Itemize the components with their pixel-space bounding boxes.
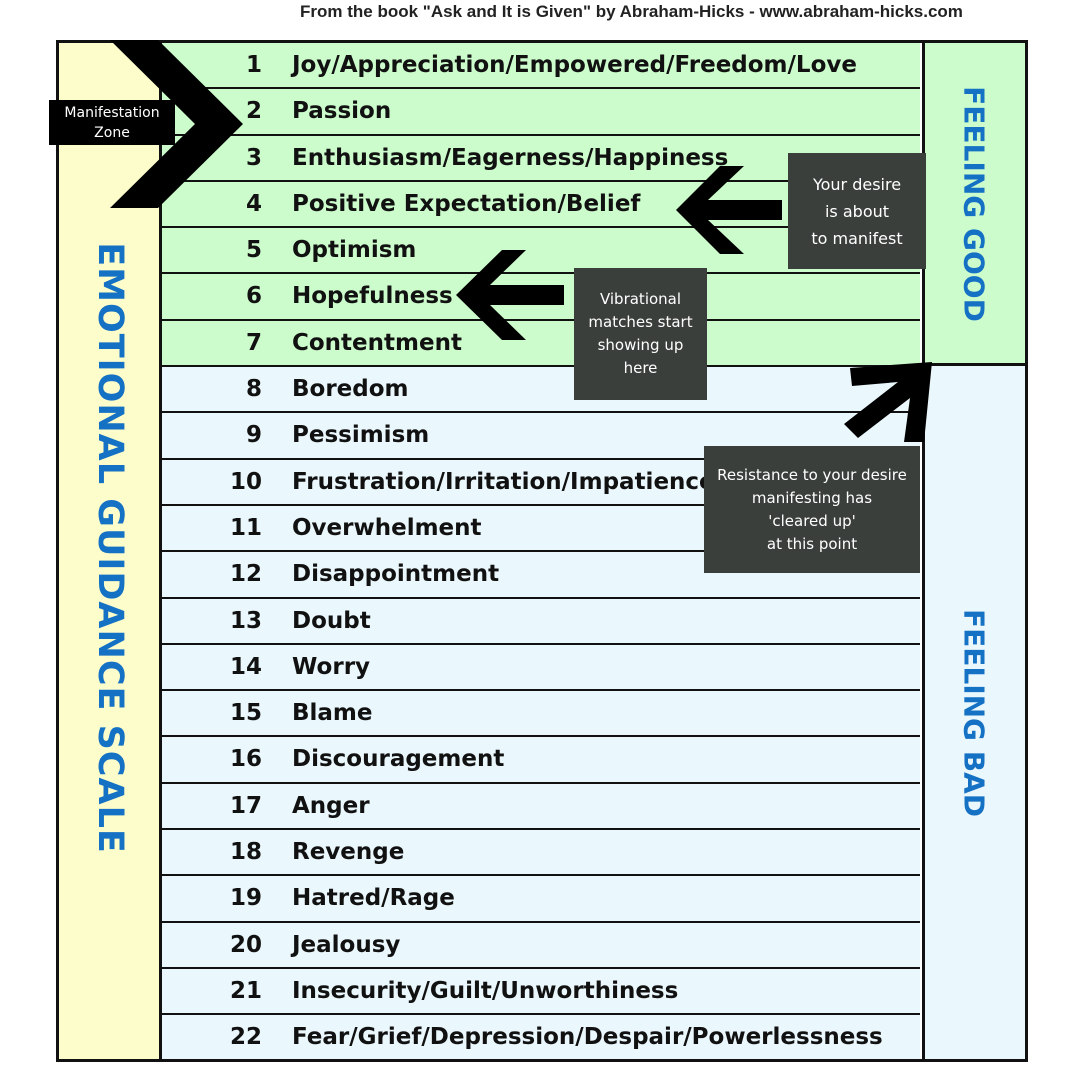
- desire-about-note: Your desire is about to manifest: [788, 153, 926, 269]
- chevron-right-icon: [110, 40, 243, 208]
- source-credit: From the book "Ask and It is Given" by A…: [300, 2, 963, 21]
- feeling-bad-panel: [922, 366, 1028, 1059]
- emotion-label: Anger: [292, 792, 370, 819]
- left-column: [59, 43, 162, 1059]
- emotion-number: 18: [229, 839, 262, 866]
- emotion-label: Boredom: [292, 376, 409, 403]
- emotion-number: 1: [245, 52, 262, 78]
- manifestation-zone-note: Manifestation Zone: [49, 100, 175, 145]
- emotion-number: 20: [229, 931, 262, 958]
- resistance-note: Resistance to your desire manifesting ha…: [704, 446, 920, 573]
- arrow-up-right-icon: [844, 362, 932, 442]
- emotion-label: Hatred/Rage: [292, 885, 455, 912]
- emotion-row: 14 Worry: [162, 644, 920, 692]
- emotion-label: Revenge: [292, 839, 405, 866]
- emotion-row: 7 Contentment: [162, 320, 920, 368]
- emotion-label: Insecurity/Guilt/Unworthiness: [292, 977, 679, 1004]
- vibrational-matches-note: Vibrational matches start showing up her…: [574, 268, 707, 400]
- emotion-label: Passion: [292, 98, 392, 125]
- emotion-label: Disappointment: [292, 561, 500, 588]
- resistance-text: Resistance to your desire manifesting ha…: [717, 465, 907, 553]
- emotion-number: 2: [245, 98, 262, 125]
- emotion-number: 22: [229, 1024, 262, 1051]
- outer-frame: [56, 40, 1028, 1062]
- emotion-row: 8 Boredom: [162, 367, 920, 414]
- emotion-row: 20 Jealousy: [162, 922, 920, 969]
- emotion-label: Worry: [292, 653, 371, 680]
- feeling-good-panel: [922, 43, 1028, 366]
- emotion-number: 19: [229, 885, 262, 912]
- emotion-number: 4: [245, 190, 262, 217]
- emotion-number: 16: [229, 746, 262, 773]
- emotion-label: Enthusiasm/Eagerness/Happiness: [292, 144, 729, 171]
- emotion-number: 21: [229, 977, 262, 1004]
- emotion-label: Jealousy: [292, 931, 401, 958]
- emotion-number: 6: [245, 283, 262, 310]
- emotion-row: 16 Discouragement: [162, 737, 920, 784]
- emotion-number: 15: [229, 700, 262, 727]
- emotion-number: 7: [245, 329, 262, 356]
- manifestation-zone-text: Manifestation Zone: [64, 104, 160, 141]
- vibrational-matches-text: Vibrational matches start showing up her…: [588, 290, 693, 377]
- emotion-label: Doubt: [292, 607, 371, 634]
- emotion-number: 5: [245, 237, 262, 264]
- emotion-number: 14: [229, 653, 262, 680]
- emotion-number: 3: [245, 144, 262, 171]
- emotion-label: Fear/Grief/Depression/Despair/Powerlessn…: [292, 1024, 883, 1051]
- emotion-label: Discouragement: [292, 746, 505, 773]
- emotion-label: Overwhelment: [292, 514, 482, 541]
- emotion-number: 9: [245, 422, 262, 449]
- emotion-row: 21 Insecurity/Guilt/Unworthiness: [162, 968, 920, 1016]
- emotion-row: 18 Revenge: [162, 830, 920, 877]
- emotion-label: Pessimism: [292, 422, 430, 449]
- emotion-label: Blame: [292, 700, 373, 727]
- emotion-row: 2 Passion: [162, 89, 920, 136]
- emotion-label: Optimism: [292, 237, 417, 264]
- emotion-label: Joy/Appreciation/Empowered/Freedom/Love: [292, 52, 857, 78]
- emotion-row: 19 Hatred/Rage: [162, 876, 920, 923]
- emotion-label: Frustration/Irritation/Impatience: [292, 468, 715, 495]
- emotion-row: 1 Joy/Appreciation/Empowered/Freedom/Love: [162, 43, 920, 90]
- emotion-number: 10: [229, 468, 262, 495]
- arrow-left-icon: [676, 166, 782, 254]
- emotion-row: 17 Anger: [162, 783, 920, 831]
- emotion-label: Contentment: [292, 329, 462, 356]
- emotion-row: 15 Blame: [162, 691, 920, 738]
- emotion-row: 13 Doubt: [162, 598, 920, 645]
- emotion-number: 12: [229, 561, 262, 588]
- arrow-left-icon: [456, 250, 564, 340]
- emotion-number: 8: [245, 376, 262, 403]
- emotion-label: Positive Expectation/Belief: [292, 190, 641, 217]
- emotion-label: Hopefulness: [292, 283, 453, 310]
- emotion-number: 17: [229, 792, 262, 819]
- desire-about-text: Your desire is about to manifest: [811, 174, 903, 248]
- emotion-number: 13: [229, 607, 262, 634]
- emotion-number: 11: [229, 514, 262, 541]
